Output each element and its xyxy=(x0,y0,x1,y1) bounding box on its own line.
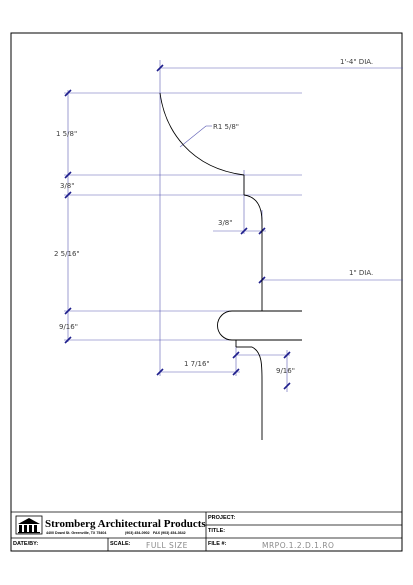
dim-1-7-16: 1 7/16" xyxy=(184,360,210,368)
title-label: TITLE: xyxy=(208,528,225,534)
scale-label: SCALE: xyxy=(110,541,131,547)
file-label: FILE #: xyxy=(208,541,227,547)
dim-inner-dia: 1" DIA. xyxy=(349,269,373,277)
company-logo xyxy=(15,515,43,535)
dimension-ticks xyxy=(64,64,291,390)
company-phone: (903) 454-0902 xyxy=(125,531,150,535)
project-label: PROJECT: xyxy=(208,515,235,521)
title-block xyxy=(11,511,402,551)
scale-value: FULL SIZE xyxy=(146,541,188,550)
dimension-lines xyxy=(64,60,403,392)
sheet-border xyxy=(10,32,403,552)
dim-3-8-left: 3/8" xyxy=(60,182,75,190)
date-by-label: DATE/BY: xyxy=(13,541,38,547)
company-fax: FAX (903) 454-3642 xyxy=(153,531,186,535)
company-name: Stromberg Architectural Products xyxy=(45,518,206,530)
dimension-labels: 1'-4" DIA. R1 5/8" 1 5/8" 3/8" 3/8" 2 5/… xyxy=(54,58,373,375)
dim-9-16-right: 9/16" xyxy=(276,367,295,375)
molding-profile xyxy=(159,92,302,440)
dim-1-5-8: 1 5/8" xyxy=(56,130,77,138)
dim-outer-dia: 1'-4" DIA. xyxy=(340,58,373,66)
company-address: 4400 Dowd St. Greenville, TX 75404 xyxy=(46,531,106,535)
dim-radius: R1 5/8" xyxy=(213,123,239,131)
dim-9-16-left: 9/16" xyxy=(59,323,78,331)
dim-2-5-16: 2 5/16" xyxy=(54,250,80,258)
dim-3-8-step: 3/8" xyxy=(218,219,233,227)
file-number: MRPO.1.2.D.1.RO xyxy=(262,541,334,550)
